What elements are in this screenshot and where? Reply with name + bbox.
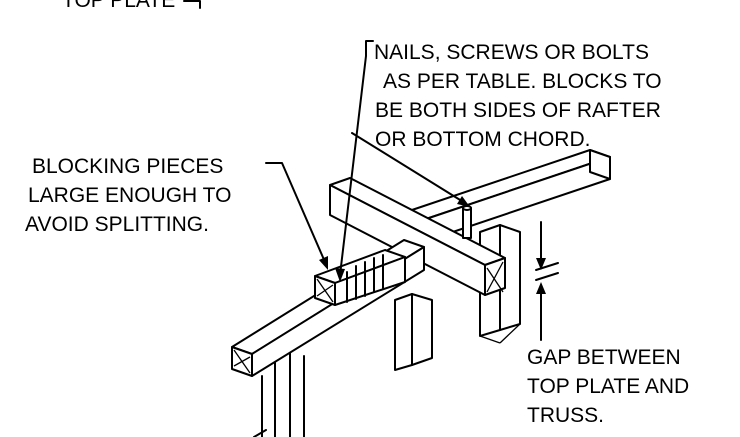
- bolt-icon: [462, 205, 472, 239]
- gap-line-2: TOP PLATE AND: [527, 375, 689, 398]
- top-plate-text: TOP PLATE: [62, 0, 175, 12]
- gap-line-1: GAP BETWEEN: [527, 346, 681, 369]
- cross-beam: [329, 177, 506, 296]
- gap-line-3: TRUSS.: [527, 404, 604, 427]
- leader-blocking: [265, 162, 328, 270]
- blocking-line-2: LARGE ENOUGH TO: [28, 184, 231, 207]
- top-plate-leader: [183, 0, 201, 9]
- dimension-tick: [253, 375, 267, 437]
- rear-post: [479, 224, 521, 344]
- blocking-line-1: BLOCKING PIECES: [32, 155, 223, 178]
- front-post: [274, 349, 305, 437]
- blocking-line-3: AVOID SPLITTING.: [25, 213, 209, 236]
- leader-gap: [535, 221, 559, 341]
- middle-post: [394, 293, 433, 371]
- label-blocking: BLOCKING PIECES LARGE ENOUGH TO AVOID SP…: [25, 155, 231, 236]
- leader-fasteners: [335, 40, 470, 282]
- label-gap: GAP BETWEEN TOP PLATE AND TRUSS.: [527, 346, 689, 427]
- label-top-plate: TOP PLATE: [62, 0, 201, 12]
- fasteners-line-3: BE BOTH SIDES OF RAFTER: [375, 99, 661, 122]
- fasteners-line-1: NAILS, SCREWS OR BOLTS: [374, 41, 649, 64]
- fasteners-line-2: AS PER TABLE. BLOCKS TO: [383, 70, 662, 93]
- blocking-piece: [314, 249, 406, 306]
- label-fasteners: NAILS, SCREWS OR BOLTS AS PER TABLE. BLO…: [374, 41, 662, 151]
- fasteners-line-4: OR BOTTOM CHORD.: [375, 128, 590, 151]
